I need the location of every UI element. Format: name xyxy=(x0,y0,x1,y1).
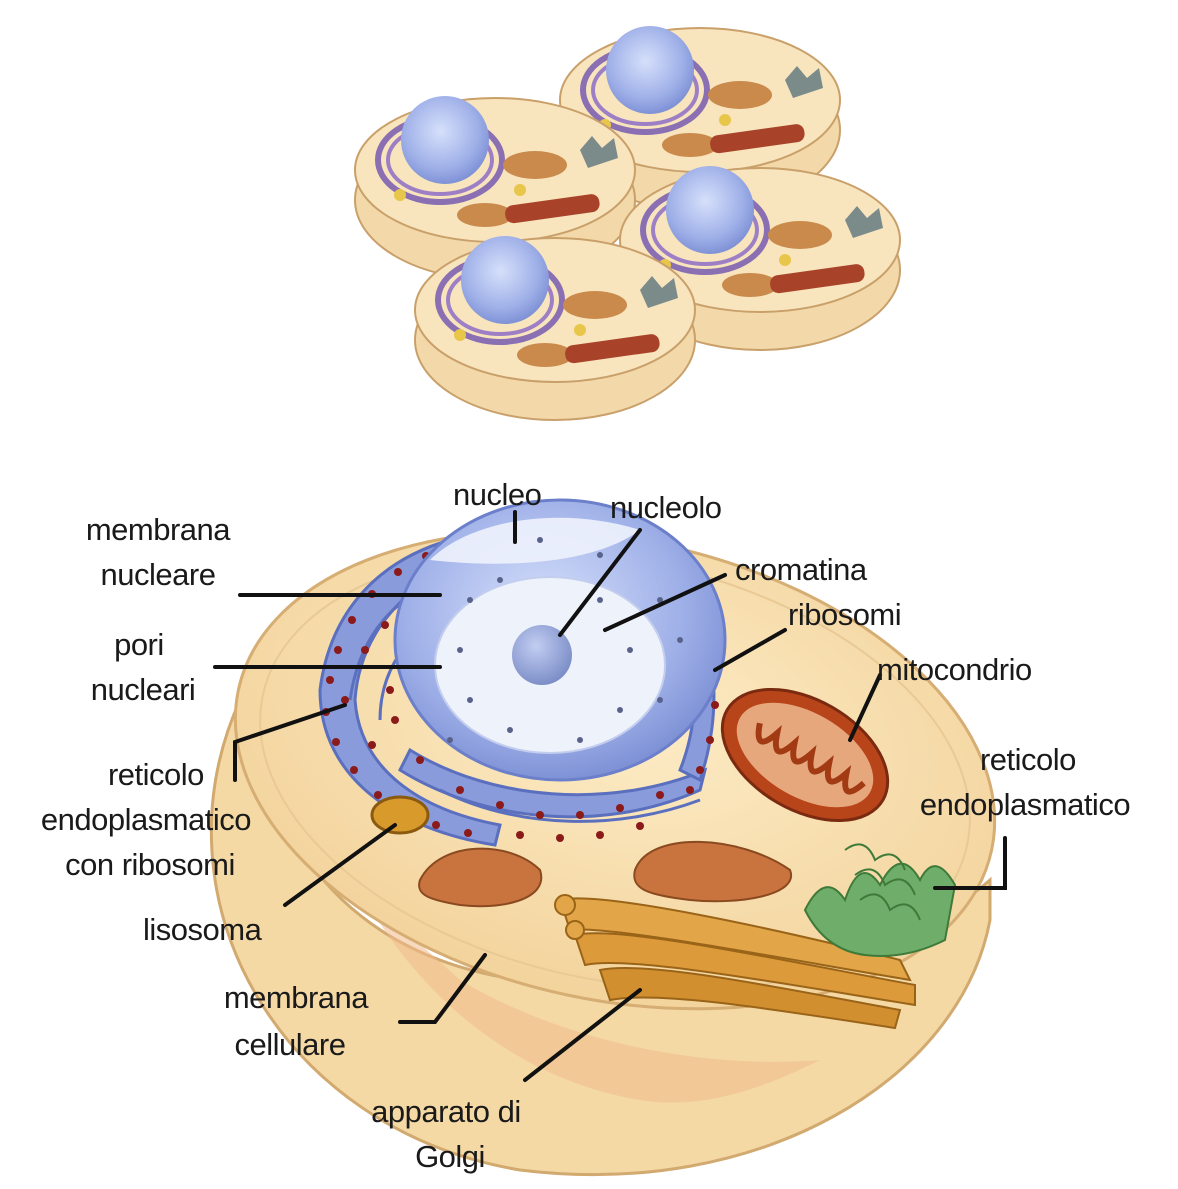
large-cell xyxy=(191,465,1040,1175)
nucleus xyxy=(395,500,725,780)
label-nucleolo: nucleolo xyxy=(610,490,721,525)
label-nucleo: nucleo xyxy=(453,477,541,512)
label-membrana-nucleare: membrana nucleare xyxy=(86,512,238,592)
label-pori-nucleari: pori nucleari xyxy=(91,627,196,707)
label-cromatina: cromatina xyxy=(735,552,868,587)
label-mitocondrio: mitocondrio xyxy=(877,652,1032,687)
label-ribosomi: ribosomi xyxy=(788,597,901,632)
label-lisosoma: lisosoma xyxy=(143,912,263,947)
lysosome xyxy=(372,797,428,833)
cell-cluster xyxy=(355,26,900,420)
